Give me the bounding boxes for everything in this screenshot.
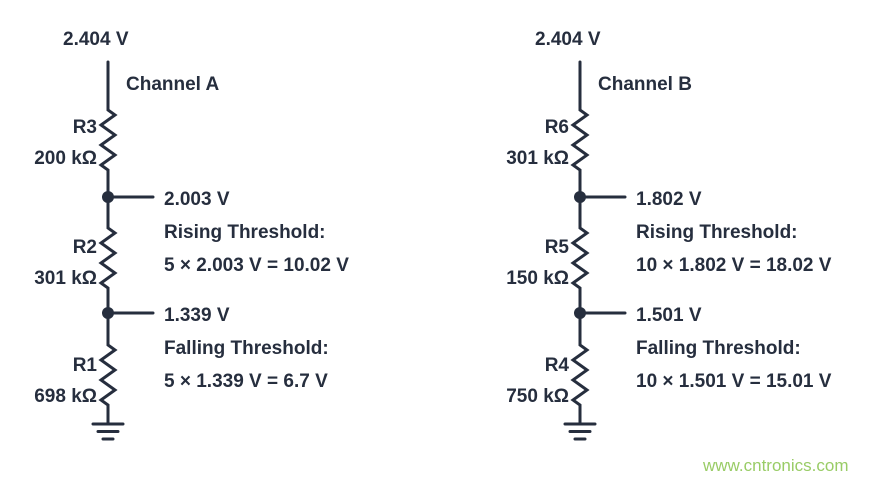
resistor-label-r1: R1 698 kΩ	[0, 350, 97, 412]
wire-and-resistors-channel-b	[570, 60, 590, 426]
supply-voltage-b: 2.404 V	[535, 29, 601, 50]
resistor-value: 750 kΩ	[506, 386, 569, 407]
junction-dot-rising-a	[102, 191, 114, 203]
resistor-value: 301 kΩ	[506, 148, 569, 169]
threshold-label: Falling Threshold:	[164, 338, 329, 359]
threshold-formula: 10 × 1.501 V = 15.01 V	[636, 371, 832, 392]
tap-voltage: 2.003 V	[164, 189, 230, 210]
ground-symbol-a	[91, 422, 125, 441]
resistor-ref: R3	[72, 117, 97, 138]
junction-dot-falling-b	[574, 307, 586, 319]
tap-falling-a: 1.339 V Falling Threshold: 5 × 1.339 V =…	[164, 299, 329, 398]
channel-name-b: Channel B	[598, 74, 692, 95]
threshold-label: Falling Threshold:	[636, 338, 801, 359]
resistor-label-r4: R4 750 kΩ	[472, 350, 569, 412]
threshold-label: Rising Threshold:	[164, 222, 326, 243]
resistor-value: 698 kΩ	[34, 386, 97, 407]
resistor-ref: R6	[544, 117, 569, 138]
threshold-formula: 10 × 1.802 V = 18.02 V	[636, 255, 832, 276]
resistor-value: 301 kΩ	[34, 268, 97, 289]
resistor-ref: R2	[72, 237, 97, 258]
resistor-label-r2: R2 301 kΩ	[0, 232, 97, 294]
resistor-value: 200 kΩ	[34, 148, 97, 169]
supply-voltage-a: 2.404 V	[63, 29, 129, 50]
junction-dot-rising-b	[574, 191, 586, 203]
tap-voltage: 1.501 V	[636, 305, 702, 326]
threshold-formula: 5 × 2.003 V = 10.02 V	[164, 255, 349, 276]
tap-falling-b: 1.501 V Falling Threshold: 10 × 1.501 V …	[636, 299, 831, 398]
ground-symbol-b	[563, 422, 597, 441]
resistor-label-r5: R5 150 kΩ	[472, 232, 569, 294]
channel-name-a: Channel A	[126, 74, 220, 95]
resistor-ref: R4	[544, 355, 569, 376]
junction-dot-falling-a	[102, 307, 114, 319]
resistor-label-r3: R3 200 kΩ	[0, 112, 97, 174]
resistor-value: 150 kΩ	[506, 268, 569, 289]
tap-rising-a: 2.003 V Rising Threshold: 5 × 2.003 V = …	[164, 183, 349, 282]
resistor-ref: R1	[72, 355, 97, 376]
resistor-label-r6: R6 301 kΩ	[472, 112, 569, 174]
threshold-label: Rising Threshold:	[636, 222, 798, 243]
resistor-ref: R5	[544, 237, 569, 258]
threshold-formula: 5 × 1.339 V = 6.7 V	[164, 371, 328, 392]
wire-and-resistors-channel-a	[98, 60, 118, 426]
tap-voltage: 1.802 V	[636, 189, 702, 210]
watermark: www.cntronics.com	[703, 456, 849, 475]
tap-rising-b: 1.802 V Rising Threshold: 10 × 1.802 V =…	[636, 183, 831, 282]
tap-voltage: 1.339 V	[164, 305, 230, 326]
